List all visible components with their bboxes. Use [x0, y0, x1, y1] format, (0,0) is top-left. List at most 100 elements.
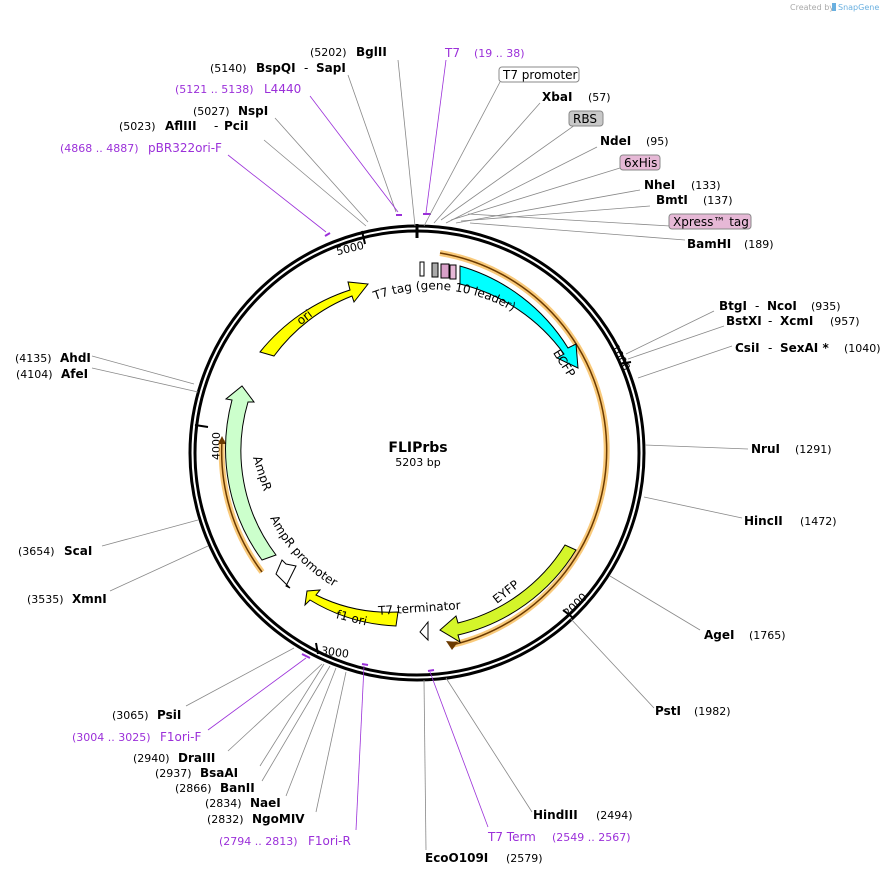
tick-1000	[618, 361, 632, 365]
f1ori-feature[interactable]	[304, 589, 399, 627]
tick-label-3000: 3000	[320, 644, 350, 661]
his-feature[interactable]	[440, 263, 450, 279]
site-bamhi-pos: (189)	[744, 238, 774, 251]
site-sexai-name: SexAI *	[780, 341, 829, 355]
site-nspi-name: NspI	[238, 104, 268, 118]
site-draiii-pos: (2940)	[133, 752, 170, 765]
primer-t7-name: T7	[444, 46, 460, 60]
site-btgi-name: BtgI	[719, 299, 747, 313]
site-nrui-pos: (1291)	[795, 443, 832, 456]
site-hindiii-pos: (2494)	[596, 809, 633, 822]
site-ndei-pos: (95)	[646, 135, 669, 148]
rbs-feature[interactable]	[431, 262, 439, 278]
site-bsaai-name: BsaAI	[200, 766, 238, 780]
primer-pbr322-pos: (4868 .. 4887)	[60, 142, 139, 155]
site-bmti-name: BmtI	[656, 193, 688, 207]
site-bmti-pos: (137)	[703, 194, 733, 207]
site-hincii-name: HincII	[744, 514, 783, 528]
eyfp-feature[interactable]	[439, 544, 577, 644]
his-box	[619, 154, 661, 171]
site-xbai-name: XbaI	[542, 90, 572, 104]
primer-connectors	[207, 59, 489, 831]
snapgene-logo-icon	[832, 3, 836, 11]
site-scai-pos: (3654)	[18, 545, 55, 558]
site-afliii-pos: (5023)	[119, 120, 156, 133]
site-bspqi-pos: (5140)	[210, 62, 247, 75]
site-connectors	[91, 59, 749, 851]
site-banii-pos: (2866)	[175, 782, 212, 795]
site-ahdi-name: AhdI	[60, 351, 91, 365]
primer-t7-pos: (19 .. 38)	[474, 47, 525, 60]
site-psii-pos: (3065)	[112, 709, 149, 722]
xpress-label: Xpress™ tag	[673, 215, 749, 229]
site-afei-pos: (4104)	[16, 368, 53, 381]
tick-label-5000: 5000	[335, 239, 365, 258]
snapgene-credit: Created by SnapGene	[790, 3, 879, 12]
ampr-feature[interactable]	[224, 385, 277, 561]
primer-f1orir-bar	[361, 663, 369, 666]
site-ncoi-name: NcoI	[767, 299, 797, 313]
t7term-label: T7 terminator	[377, 598, 461, 618]
site-csii-name: CsiI	[735, 341, 760, 355]
his-label: 6xHis	[624, 156, 657, 170]
site-bspqi-name: BspQI	[256, 61, 296, 75]
primer-t7term-bar	[427, 669, 435, 672]
site-agei-name: AgeI	[704, 628, 734, 642]
orf-arc-1-core	[439, 252, 608, 646]
site-hindiii-name: HindIII	[533, 808, 578, 822]
t7-promoter-feature[interactable]	[419, 261, 425, 277]
site-bglii-name: BglII	[356, 45, 387, 59]
site-nrui-name: NruI	[751, 442, 780, 456]
site-nhei-pos: (133)	[691, 179, 721, 192]
site-bsaai-pos: (2937)	[155, 767, 192, 780]
site-bamhi-name: BamHI	[687, 237, 731, 251]
svg-text:-: -	[768, 341, 772, 355]
orf-arc-1-head	[446, 641, 458, 650]
svg-text:-: -	[304, 61, 308, 75]
xpress-feature[interactable]	[449, 264, 457, 280]
rbs-label: RBS	[573, 112, 597, 126]
amprp-label: AmpR promoter	[267, 513, 340, 590]
site-afliii-name: AflIII	[165, 119, 197, 133]
site-bglii-pos: (5202)	[310, 46, 347, 59]
ori-feature[interactable]	[259, 281, 369, 357]
plasmid-name: FLIPrbs	[388, 440, 447, 456]
primer-pbr322-bar	[324, 232, 331, 237]
site-btgi-pos: (935)	[811, 300, 841, 313]
primer-f1orir-name: F1ori-R	[308, 834, 351, 848]
primer-l4440-name: L4440	[264, 82, 301, 96]
site-draiii-name: DraIII	[178, 751, 215, 765]
svg-text:-: -	[755, 299, 759, 313]
site-hincii-pos: (1472)	[800, 515, 837, 528]
primer-f1orif-pos: (3004 .. 3025)	[72, 731, 151, 744]
site-ngomiv-name: NgoMIV	[252, 812, 305, 826]
t7prom-label: T7 promoter	[502, 68, 578, 82]
svg-text:-: -	[768, 314, 772, 328]
primer-f1orif-name: F1ori-F	[160, 730, 201, 744]
site-xmni-name: XmnI	[72, 592, 107, 606]
site-bstxi-name: BstXI	[726, 314, 762, 328]
tick-4000	[194, 424, 209, 428]
site-pcii-name: PciI	[224, 119, 249, 133]
xpress-box	[668, 213, 752, 230]
primer-f1orir-pos: (2794 .. 2813)	[219, 835, 298, 848]
orf-arc-2-core	[220, 439, 263, 573]
tick-2000	[562, 609, 573, 618]
tick-label-1000: 1000	[608, 342, 633, 373]
site-xbai-pos: (57)	[588, 91, 611, 104]
primer-pbr322-name: pBR322ori-F	[148, 141, 222, 155]
svg-text:-: -	[214, 119, 218, 133]
site-afei-name: AfeI	[61, 367, 88, 381]
site-naei-pos: (2834)	[205, 797, 242, 810]
primer-l4440-pos: (5121 .. 5138)	[175, 83, 254, 96]
site-psii-name: PsiI	[157, 708, 181, 722]
site-csii-pos: (1040)	[844, 342, 881, 355]
ampr-promoter-feature[interactable]	[275, 559, 297, 589]
site-psti-name: PstI	[655, 704, 681, 718]
t7-terminator-feature[interactable]	[419, 620, 429, 642]
site-ngomiv-pos: (2832)	[207, 813, 244, 826]
orf-arc-2-head	[218, 436, 226, 444]
ecfp-feature[interactable]	[459, 265, 579, 369]
site-naei-name: NaeI	[250, 796, 281, 810]
